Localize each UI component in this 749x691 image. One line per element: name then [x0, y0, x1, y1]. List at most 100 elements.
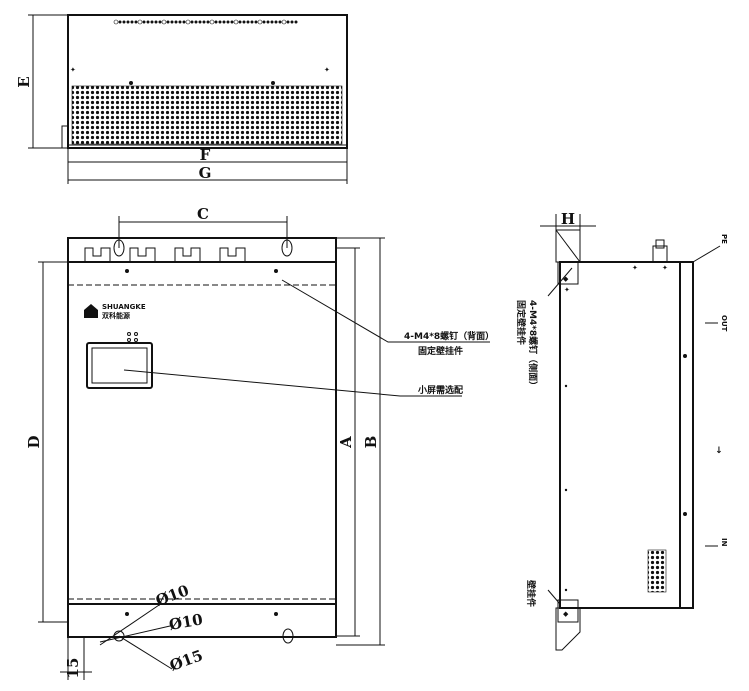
phi10-a-leader: [99, 602, 163, 646]
screw-callout-leader: [281, 279, 490, 343]
screen-callout-leader: [123, 369, 462, 397]
vent-hole: [182, 20, 186, 24]
vent-hole: [242, 20, 246, 24]
vent-hole: [126, 20, 130, 24]
side-fix-mark-1: ✦: [564, 286, 570, 294]
side-label-arrow: →: [713, 446, 723, 454]
top-view: ✦ ✦ E F G: [15, 14, 348, 184]
vent-hole: [185, 19, 191, 25]
side-fix-mark-bottom: ◆: [563, 610, 569, 618]
vent-hole: [266, 20, 270, 24]
vent-hole: [222, 20, 226, 24]
dim-label-15: 15: [64, 658, 82, 679]
vent-hole: [130, 20, 134, 24]
logo-house-icon: [84, 304, 98, 318]
screw-callout-line1: 4-M4*8螺钉（背面）: [404, 330, 494, 342]
vent-hole: [209, 19, 215, 25]
top-dot-right: [271, 81, 275, 85]
vent-hole: [146, 20, 150, 24]
vent-hole: [166, 20, 170, 24]
vent-hole: [170, 20, 174, 24]
side-bottom-bracket: [555, 607, 581, 651]
vent-hole: [154, 20, 158, 24]
brand-logo: SHUANGKE 双科能源: [84, 303, 146, 320]
vent-hole: [142, 20, 146, 24]
side-top-bracket-block: [557, 261, 579, 285]
vent-hole: [158, 20, 162, 24]
vent-hole: [174, 20, 178, 24]
hook-slot-4: [219, 247, 246, 262]
screw-bottom-left: [125, 612, 129, 616]
vent-hole: [134, 20, 138, 24]
vent-hole: [230, 20, 234, 24]
side-dot-2: [564, 488, 568, 492]
vent-hole: [214, 20, 218, 24]
vent-hole: [190, 20, 194, 24]
dim-label-a: A: [337, 436, 355, 449]
top-view-outline: [67, 14, 348, 149]
wall-bracket-label: 壁挂件: [525, 580, 537, 607]
dim-label-b: B: [362, 436, 380, 449]
vent-hole: [113, 19, 119, 25]
top-vent-holes: [113, 19, 298, 25]
side-view-rear-panel: [679, 261, 694, 609]
side-fix-mark-2: ✦: [632, 264, 638, 272]
screw-top-right: [274, 269, 278, 273]
side-fix-mark-top: ◆: [563, 275, 569, 283]
vent-hole: [286, 20, 290, 24]
vent-hole: [257, 19, 263, 25]
dim-label-e: E: [15, 76, 33, 87]
indicator-led-1: [127, 332, 131, 336]
vent-hole: [161, 19, 167, 25]
vent-hole: [254, 20, 258, 24]
vent-hole: [281, 19, 287, 25]
side-rear-dot-1: [683, 354, 687, 358]
vent-hole: [122, 20, 126, 24]
vent-hole: [150, 20, 154, 24]
vent-hole: [290, 20, 294, 24]
logo-subtitle: SHUANGKE: [102, 303, 146, 311]
dim-label-h: H: [561, 210, 575, 228]
side-rear-dot-2: [683, 512, 687, 516]
side-label-out: OUT: [720, 315, 728, 332]
fix-mark-tl: ✦: [70, 66, 76, 74]
side-screw-callout-line1: 4-M4*8螺钉（侧面）: [527, 300, 539, 390]
side-view: ◆ ◆ ✦ ✦ ✦ H 4-M4*8螺钉（侧面） 固定壁挂件 壁挂件 PE: [515, 210, 728, 651]
vent-hole: [270, 20, 274, 24]
display-screen-outer: [86, 342, 153, 389]
vent-hole: [118, 20, 122, 24]
top-dot-left: [129, 81, 133, 85]
logo-company: 双科能源: [102, 311, 130, 320]
hook-slot-2: [129, 247, 156, 262]
screw-bottom-right: [274, 612, 278, 616]
vent-hole: [198, 20, 202, 24]
dim-label-g: G: [199, 164, 212, 182]
side-dot-1: [564, 384, 568, 388]
top-view-left-tab: [61, 125, 69, 149]
indicator-led-3: [127, 338, 131, 342]
vent-hole: [246, 20, 250, 24]
vent-hole: [202, 20, 206, 24]
screw-top-left: [125, 269, 129, 273]
side-label-pe: PE: [720, 234, 728, 244]
front-view-outline: [67, 237, 337, 638]
phi10-b-leader: [99, 625, 171, 643]
vent-hole: [238, 20, 242, 24]
vent-hole: [233, 19, 239, 25]
screen-callout-text: 小屏需选配: [417, 384, 463, 396]
hook-slot-1: [84, 247, 111, 262]
vent-hole: [262, 20, 266, 24]
vent-hole: [194, 20, 198, 24]
vent-hole: [278, 20, 282, 24]
dim-label-d: D: [25, 435, 43, 448]
top-hook-slots: [84, 239, 293, 262]
dim-label-phi15: Ø15: [167, 646, 205, 675]
vent-hole: [274, 20, 278, 24]
vent-hole: [137, 19, 143, 25]
vent-hole: [294, 20, 298, 24]
vent-hole: [206, 20, 210, 24]
side-screw-leader: [547, 267, 573, 297]
wall-bracket-leader: [547, 589, 561, 605]
front-view: C SHUANGKE 双科能源 D A: [25, 205, 494, 680]
